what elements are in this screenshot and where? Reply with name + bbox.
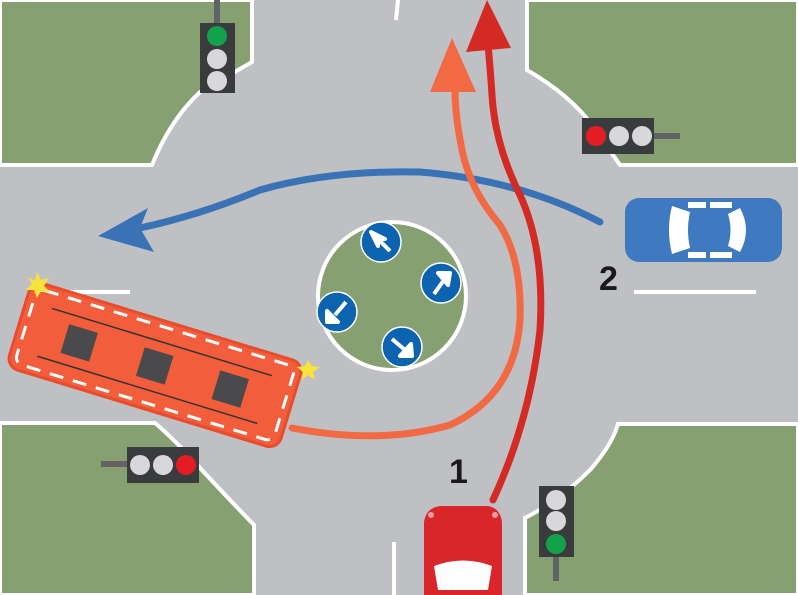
hazard-light-icon xyxy=(26,272,50,298)
bus xyxy=(7,281,303,449)
car-vehicle-1 xyxy=(424,506,502,595)
traffic-light-ne xyxy=(582,118,680,154)
keep-right-sign-down-right-icon xyxy=(381,326,423,368)
path-vehicle-1 xyxy=(466,0,545,504)
keep-left-sign-up-left-icon xyxy=(360,221,402,263)
vehicle-2-label: 2 xyxy=(599,260,618,298)
roundabout-island xyxy=(316,220,468,372)
vehicle-1-label: 1 xyxy=(449,453,468,491)
traffic-light-se xyxy=(539,486,574,581)
traffic-light-nw xyxy=(200,0,235,93)
car-vehicle-2 xyxy=(625,198,782,262)
traffic-light-sw xyxy=(101,447,199,483)
grass-corner-se xyxy=(523,422,798,595)
keep-right-sign-up-right-icon xyxy=(420,262,462,304)
path-bus xyxy=(288,38,524,440)
keep-left-sign-down-left-icon xyxy=(316,291,358,333)
hazard-light-icon xyxy=(297,360,320,380)
lane-mark-north xyxy=(394,0,400,21)
